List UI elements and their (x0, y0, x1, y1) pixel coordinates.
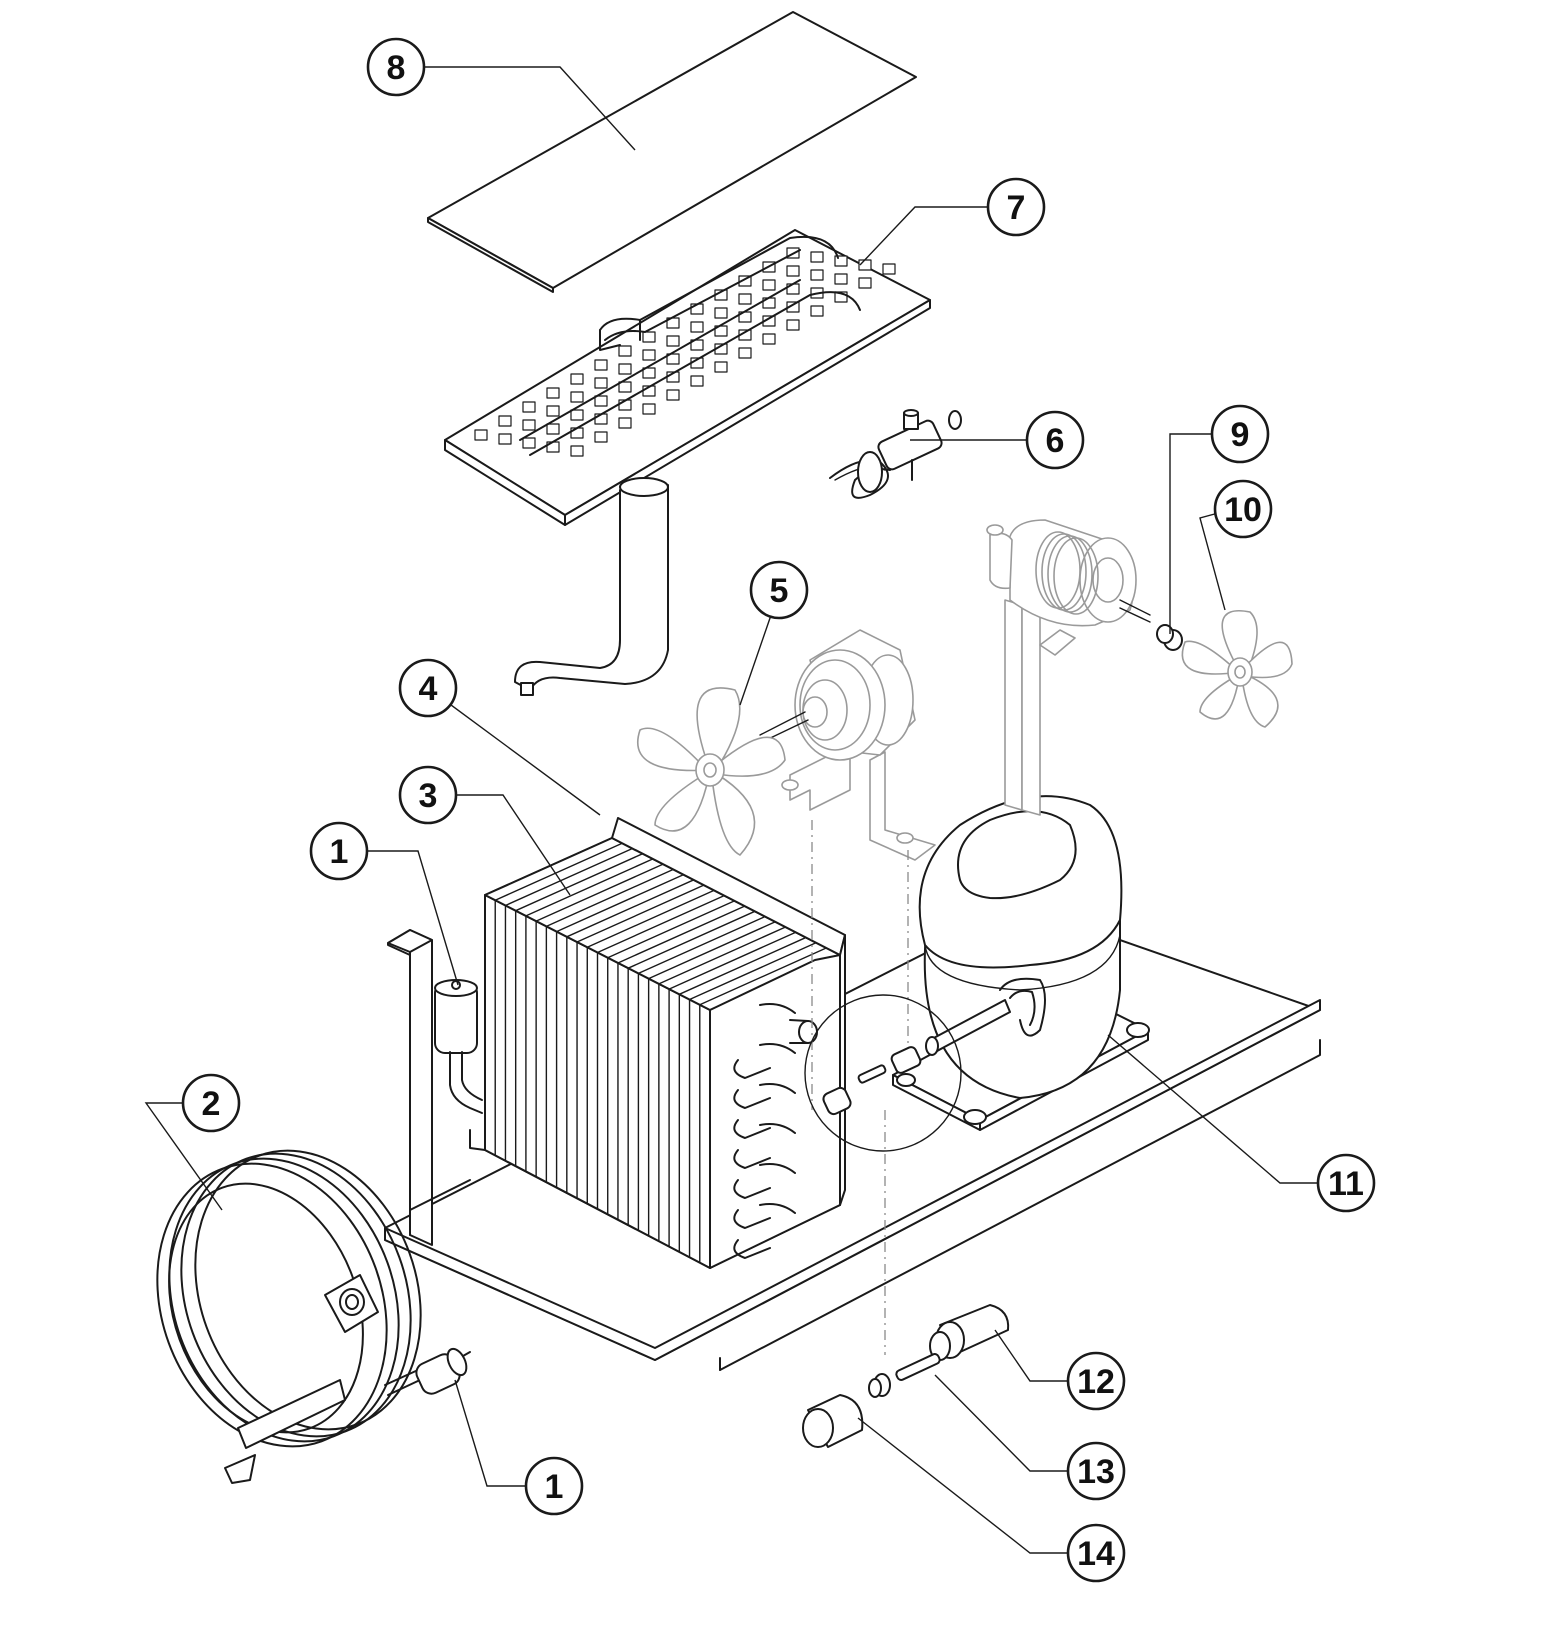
thermostat (829, 409, 962, 499)
upper-fan-motor (986, 519, 1151, 816)
lower-fan-motor (759, 629, 936, 861)
callout-label: 10 (1224, 491, 1262, 529)
callout-1-upper: 1 (309, 821, 369, 881)
callout-11: 11 (1316, 1153, 1376, 1213)
upper-fan-blade (1181, 610, 1293, 728)
tube-coil (156, 1149, 422, 1484)
callout-2: 2 (181, 1073, 241, 1133)
callout-6: 6 (1025, 410, 1085, 470)
callout-label: 1 (330, 833, 349, 871)
callout-5: 5 (749, 560, 809, 620)
callout-13: 13 (1066, 1441, 1126, 1501)
callout-label: 4 (419, 670, 438, 708)
condenser-coil (469, 817, 846, 1269)
cover-plate (427, 11, 917, 293)
callout-label: 1 (545, 1468, 564, 1506)
filter-drier-bottom (415, 1347, 471, 1395)
callout-label: 7 (1007, 189, 1026, 227)
callout-label: 6 (1046, 422, 1065, 460)
left-upright-bracket (387, 929, 471, 1246)
callout-label: 12 (1077, 1363, 1115, 1401)
leader-lines (144, 66, 1318, 1554)
callout-14: 14 (1066, 1523, 1126, 1583)
assembly-lines (811, 820, 909, 1355)
callout-3: 3 (398, 765, 458, 825)
callout-label: 14 (1077, 1535, 1115, 1573)
callout-label: 3 (419, 777, 438, 815)
callout-7: 7 (986, 177, 1046, 237)
callout-label: 5 (770, 572, 789, 610)
callout-1-lower: 1 (524, 1456, 584, 1516)
callout-label: 13 (1077, 1453, 1115, 1491)
callout-12: 12 (1066, 1351, 1126, 1411)
fittings-detail (802, 994, 1010, 1448)
filter-drier-top (434, 979, 483, 1114)
callout-10: 10 (1213, 479, 1273, 539)
fan-nut (1156, 624, 1183, 651)
callout-label: 8 (387, 49, 406, 87)
lower-fan-blade (637, 687, 786, 856)
callout-label: 9 (1231, 416, 1250, 454)
callout-8: 8 (366, 37, 426, 97)
callout-label: 11 (1328, 1165, 1364, 1203)
callout-9: 9 (1210, 404, 1270, 464)
callout-4: 4 (398, 658, 458, 718)
evaporator (444, 229, 931, 696)
callout-label: 2 (202, 1085, 221, 1123)
compressor (892, 795, 1150, 1131)
